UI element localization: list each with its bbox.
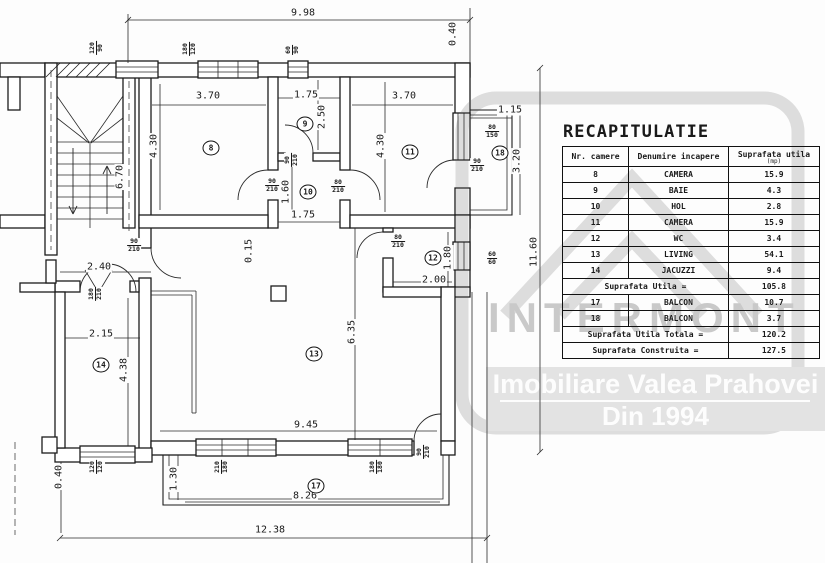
room-number-cell: 12 [561, 230, 630, 247]
room-area-cell: 3.4 [727, 230, 821, 247]
room-area-cell: 3.7 [727, 310, 821, 327]
room-name-cell: LIVING [628, 246, 729, 263]
col-header-name: Denumire incapere [628, 146, 729, 167]
recap-title: RECAPITULATIE [563, 122, 710, 142]
balcony-18-railing [470, 109, 513, 216]
room-number-cell: 14 [561, 262, 630, 279]
room-name-cell: WC [628, 230, 729, 247]
room-name-cell: BALCON [628, 310, 729, 327]
recap-table: Nr. camere Denumire incapere Suprafata u… [561, 146, 821, 359]
room-name-cell: CAMERA [628, 214, 729, 231]
room-area-cell: 54.1 [727, 246, 821, 263]
room-name-cell: HOL [628, 198, 729, 215]
subtotal-value: 120.2 [728, 326, 821, 343]
column [270, 285, 287, 302]
room-number-cell: 13 [561, 246, 630, 263]
room-number-cell: 17 [561, 294, 630, 311]
subtotal-label: Suprafata Utila = [562, 278, 729, 295]
subtotal-label: Suprafata Construita = [562, 342, 729, 359]
room-name-cell: JACUZZI [628, 262, 729, 279]
recap-block: RECAPITULATIE Nr. camere Denumire incape… [561, 122, 822, 359]
room-name-cell: CAMERA [628, 166, 729, 183]
walls [0, 62, 471, 463]
subtotal-value: 127.5 [728, 342, 821, 359]
room-number-cell: 10 [561, 198, 630, 215]
boundary-lines [471, 292, 488, 563]
room-name-cell: BAIE [628, 182, 729, 199]
room-area-cell: 9.4 [727, 262, 821, 279]
col-header-area-unit: (mp) [766, 157, 782, 165]
col-header-area: Suprafata utila (mp) [727, 146, 821, 167]
room-number-cell: 9 [561, 182, 630, 199]
balcony-17-railing [162, 455, 450, 506]
room-number-cell: 11 [561, 214, 630, 231]
room-area-cell: 15.9 [727, 166, 821, 183]
table-row: Suprafata Construita =127.5 [562, 342, 821, 359]
table-row: Suprafata Utila =105.8 [562, 278, 821, 295]
recap-header-row: Nr. camere Denumire incapere Suprafata u… [561, 146, 821, 167]
room-area-cell: 4.3 [727, 182, 821, 199]
subtotal-value: 105.8 [728, 278, 821, 295]
col-header-nr: Nr. camere [561, 146, 630, 167]
room-number-cell: 18 [561, 310, 630, 327]
room-name-cell: BALCON [628, 294, 729, 311]
room-number-cell: 8 [561, 166, 630, 183]
room-area-cell: 10.7 [727, 294, 821, 311]
table-row: Suprafata Utila Totala =120.2 [562, 326, 821, 343]
room-area-cell: 2.8 [727, 198, 821, 215]
room-area-cell: 15.9 [727, 214, 821, 231]
living-partition [151, 290, 197, 414]
wall-hatch [45, 62, 111, 78]
staircase [50, 70, 130, 250]
subtotal-label: Suprafata Utila Totala = [562, 326, 729, 343]
